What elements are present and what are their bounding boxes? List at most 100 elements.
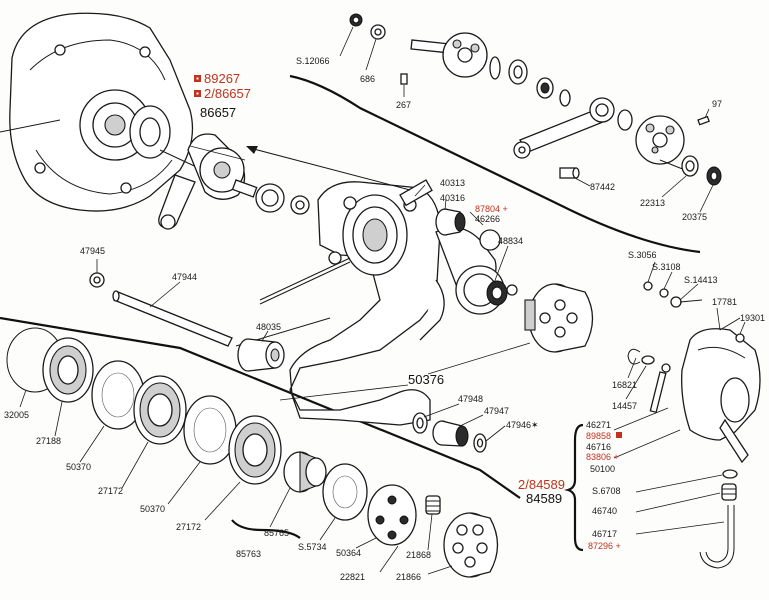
shaft-46271 xyxy=(649,363,671,414)
washer-47946 xyxy=(473,433,487,453)
washer-s3108 xyxy=(659,288,669,298)
label-50370a: 50370 xyxy=(66,462,91,472)
label-27172a: 27172 xyxy=(98,486,123,496)
label-50100: 50100 xyxy=(590,464,615,474)
label-46716: 46716 xyxy=(586,442,611,452)
disc-48834 xyxy=(455,265,508,315)
ring-near-rod xyxy=(617,109,633,131)
label-40313: 40313 xyxy=(440,178,465,188)
washer-47948 xyxy=(412,412,428,434)
clip-14457 xyxy=(641,355,655,365)
bearing-22313 xyxy=(681,155,699,177)
washer-686 xyxy=(370,24,386,40)
label-84589: 84589 xyxy=(526,491,562,506)
label-46266: 46266 xyxy=(475,214,500,224)
friction-disc-27172a xyxy=(133,375,187,445)
stud-19301 xyxy=(719,317,741,331)
shaft-47944 xyxy=(112,290,233,347)
label-85765: 85765 xyxy=(264,528,289,538)
label-267: 267 xyxy=(396,100,411,110)
bush-47947 xyxy=(432,420,469,447)
label-47948: 47948 xyxy=(458,394,483,404)
circlip-16821 xyxy=(627,348,641,365)
washer-47945 xyxy=(89,272,105,288)
label-50370b: 50370 xyxy=(140,504,165,514)
spring-s6708 xyxy=(722,469,738,479)
label-87296: 87296 + xyxy=(588,541,621,551)
pin-87442 xyxy=(559,167,580,179)
label-s3108: S.3108 xyxy=(652,262,681,272)
label-2-86657: 2/86657 xyxy=(204,86,251,101)
connecting-rod xyxy=(513,97,615,159)
spring-46740 xyxy=(721,483,737,501)
label-47944: 47944 xyxy=(172,272,197,282)
label-21866: 21866 xyxy=(396,572,421,582)
label-47945: 47945 xyxy=(80,246,105,256)
label-87804: 87804 + xyxy=(475,204,508,214)
crank-half-upper xyxy=(410,32,488,78)
bush-40316 xyxy=(435,208,466,236)
label-89858: 89858 xyxy=(586,431,611,441)
rings-upper xyxy=(489,56,571,107)
arrow-86657 xyxy=(249,147,411,191)
screw-s12066 xyxy=(349,13,363,27)
label-s5734: S.5734 xyxy=(298,542,327,552)
label-46717: 46717 xyxy=(592,529,617,539)
small-bracket-85763 xyxy=(231,519,301,539)
clutch-plate-50370a xyxy=(91,360,145,430)
label-46740: 46740 xyxy=(592,506,617,516)
label-27172b: 27172 xyxy=(176,522,201,532)
label-86657: 86657 xyxy=(200,105,236,120)
key-97 xyxy=(697,115,710,126)
label-27188: 27188 xyxy=(36,436,61,446)
gear-85765 xyxy=(283,451,327,493)
hub-50364 xyxy=(367,484,417,546)
label-48834: 48834 xyxy=(498,236,523,246)
plate-s5734 xyxy=(322,463,368,521)
leader-lines xyxy=(19,26,746,575)
label-47946: 47946✶ xyxy=(506,420,539,430)
label-32005: 32005 xyxy=(4,410,29,420)
crank-half-right xyxy=(635,115,691,173)
key-267 xyxy=(400,73,408,85)
bush-48035 xyxy=(237,338,285,372)
label-97: 97 xyxy=(712,99,722,109)
label-2-84589: 2/84589 xyxy=(518,477,565,492)
clutch-bell-21866 xyxy=(443,512,499,578)
label-686: 686 xyxy=(360,74,375,84)
spring-21868 xyxy=(425,495,441,515)
label-22313: 22313 xyxy=(640,198,665,208)
pipe-46717 xyxy=(699,505,735,569)
label-14457: 14457 xyxy=(612,401,637,411)
crankcase-center xyxy=(259,181,501,426)
label-89267: 89267 xyxy=(204,71,240,86)
label-s12066: S.12066 xyxy=(296,56,330,66)
label-s14413: S.14413 xyxy=(684,275,718,285)
bolt-s14413 xyxy=(670,296,703,308)
label-50376: 50376 xyxy=(408,372,444,387)
label-47947: 47947 xyxy=(484,406,509,416)
label-22821: 22821 xyxy=(340,572,365,582)
label-21868: 21868 xyxy=(406,550,431,560)
red-marker-icon xyxy=(194,90,201,97)
friction-disc-27172b xyxy=(228,415,282,485)
lower-group-bracket xyxy=(0,316,521,499)
arrow-head-86657 xyxy=(246,146,258,154)
label-40316: 40316 xyxy=(440,193,465,203)
label-s6708: S.6708 xyxy=(592,486,621,496)
red-marker-icon xyxy=(616,432,622,438)
crankcase-left-half xyxy=(0,12,194,212)
bearing-20375 xyxy=(706,166,722,186)
cover-17781 xyxy=(681,328,761,464)
upper-group-bracket xyxy=(289,74,701,254)
pressure-plate-27188 xyxy=(42,337,94,403)
label-17781: 17781 xyxy=(712,297,737,307)
label-s3056: S.3056 xyxy=(628,250,657,260)
label-46271: 46271 xyxy=(586,420,611,430)
bearing-86657 xyxy=(255,183,310,215)
label-19301: 19301 xyxy=(740,313,765,323)
label-85763: 85763 xyxy=(236,549,261,559)
clutch-drum-50376 xyxy=(524,283,594,353)
red-marker-icon xyxy=(194,75,201,82)
